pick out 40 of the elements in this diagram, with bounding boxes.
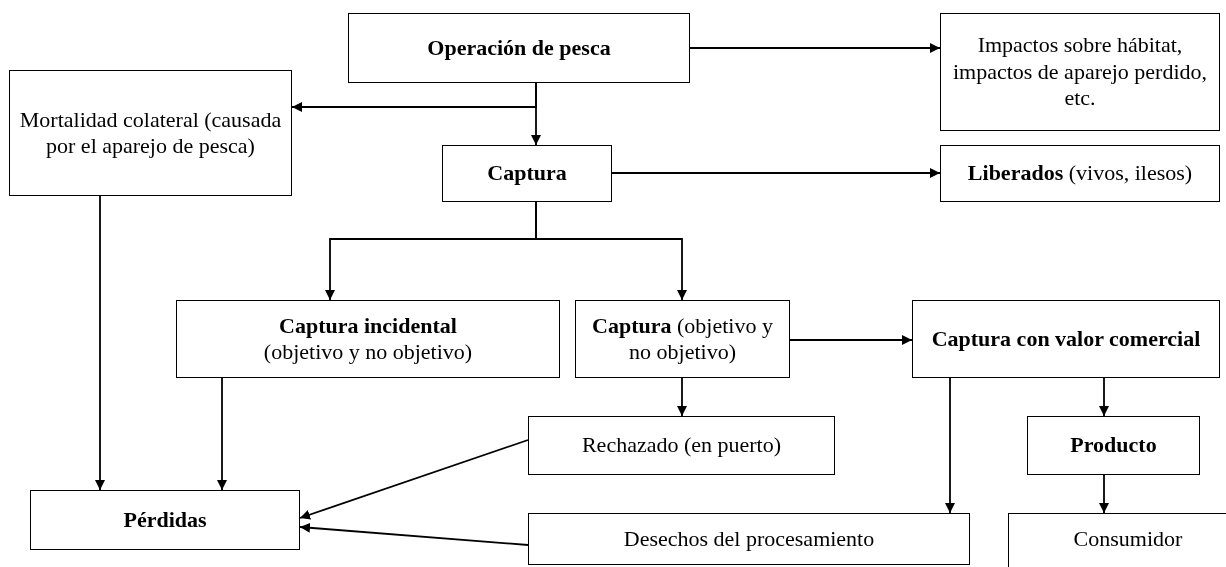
box-text: Captura (objetivo y no objetivo): [591, 312, 774, 366]
process-box: [940, 145, 1220, 202]
box-text: Mortalidad colateral (causada por el aparejo de pesca): [18, 106, 283, 160]
process-box: [176, 300, 560, 378]
box-text: Pérdidas: [123, 506, 207, 534]
process-box: [442, 145, 612, 202]
process-box: [528, 513, 970, 565]
process-box: [940, 13, 1220, 131]
arrow: [95, 195, 105, 491]
process-box: [912, 300, 1220, 378]
box-text: (objetivo y no objetivo): [263, 339, 473, 366]
process-box: [575, 300, 790, 378]
process-box: [528, 416, 835, 475]
box-text: Liberados (vivos, ilesos): [967, 160, 1193, 187]
process-box: [30, 490, 300, 550]
arrow: [945, 377, 955, 514]
process-box: [9, 70, 292, 196]
arrow: [299, 439, 529, 520]
process-box: [1027, 416, 1200, 475]
box-text: Consumidor: [1073, 526, 1183, 553]
arrow: [299, 522, 529, 546]
process-box: [1008, 513, 1226, 567]
arrow: [291, 82, 537, 112]
box-text: Operación de pesca: [427, 34, 611, 62]
arrow: [1099, 474, 1109, 514]
arrow: [689, 43, 941, 53]
process-box: [348, 13, 690, 83]
arrow: [611, 168, 941, 178]
box-text: Captura con valor comercial: [931, 325, 1201, 353]
arrow: [535, 201, 687, 301]
box-text: Rechazado (en puerto): [581, 432, 782, 459]
box-text: Impactos sobre hábitat, impactos de aparejo perdido, etc.: [951, 32, 1209, 112]
box-text: Desechos del procesamiento: [623, 525, 875, 553]
arrow: [1099, 377, 1109, 417]
box-text: Producto: [1070, 432, 1157, 459]
box-text: Captura: [487, 160, 567, 187]
arrow: [677, 377, 687, 417]
box-text: Captura incidental: [279, 312, 457, 339]
arrow: [217, 377, 227, 491]
arrow: [789, 335, 913, 345]
